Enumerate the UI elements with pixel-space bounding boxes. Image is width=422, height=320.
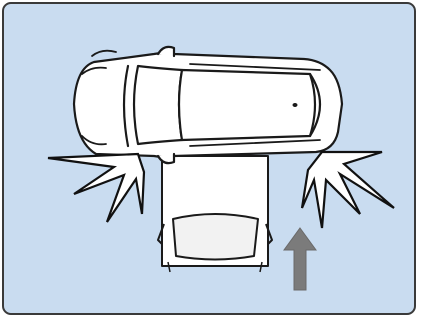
parking-sensor-illustration — [4, 4, 414, 313]
reverse-direction-arrow-icon — [284, 228, 316, 290]
left-warning-burst — [48, 154, 144, 222]
illustration-frame — [2, 2, 416, 315]
vehicle-top-view — [74, 47, 342, 163]
obstacle-vehicle — [158, 156, 272, 272]
right-warning-burst — [302, 152, 394, 228]
